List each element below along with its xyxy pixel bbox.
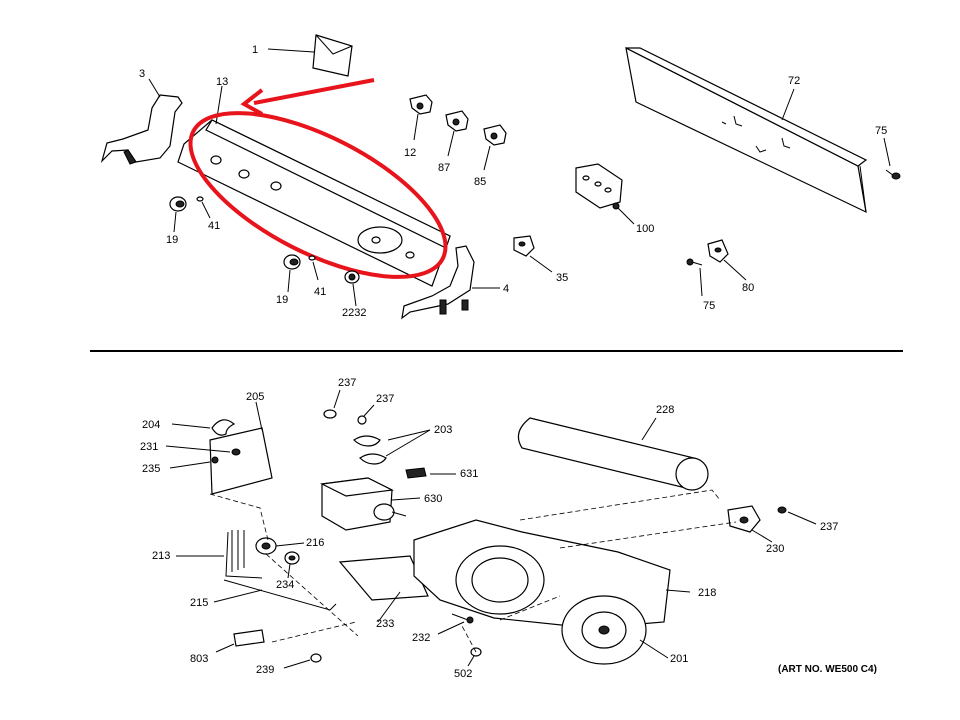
part-218-blower-housing	[413, 519, 691, 629]
part-237-screw-c	[777, 506, 817, 525]
label-1: 1	[252, 44, 258, 56]
part-4-end-cap-right	[401, 245, 500, 320]
part-205-bracket	[209, 401, 273, 495]
label-205: 205	[246, 391, 264, 403]
part-235-screw	[169, 456, 219, 469]
label-233: 233	[376, 618, 394, 630]
label-235: 235	[142, 463, 160, 475]
label-630: 630	[424, 493, 442, 505]
label-4: 4	[503, 283, 509, 295]
part-75-screw-top	[883, 137, 901, 180]
part-234-washer	[284, 551, 300, 579]
part-201-fan-wheel	[561, 595, 669, 665]
part-2232-knob	[344, 270, 360, 307]
label-41-a: 41	[208, 220, 220, 232]
part-12-clip	[409, 94, 433, 141]
label-19-a: 19	[166, 234, 178, 246]
label-218: 218	[698, 587, 716, 599]
highlight-annotation	[188, 78, 448, 279]
label-19-b: 19	[276, 294, 288, 306]
part-80-clip	[707, 239, 747, 281]
label-75-bottom: 75	[703, 300, 715, 312]
label-35: 35	[556, 272, 568, 284]
part-216-pulley	[255, 537, 305, 555]
part-630-motor	[319, 477, 421, 531]
part-232-pin	[437, 613, 474, 635]
ellipse-icon	[188, 111, 448, 279]
part-237-screw-b	[357, 404, 375, 425]
label-201: 201	[670, 653, 688, 665]
part-35-clip	[513, 235, 553, 273]
label-230: 230	[766, 543, 784, 555]
part-237-screw-a	[323, 389, 341, 419]
label-75-top: 75	[875, 125, 887, 137]
label-232: 232	[412, 632, 430, 644]
label-80: 80	[742, 282, 754, 294]
part-labels: 1 3 13 12 87 85 72 75 100 19 41 35 19 41…	[139, 44, 887, 680]
label-631: 631	[460, 468, 478, 480]
label-239: 239	[256, 664, 274, 676]
label-3: 3	[139, 68, 145, 80]
label-204: 204	[142, 419, 160, 431]
part-631-connector	[405, 467, 456, 479]
label-237-b: 237	[376, 393, 394, 405]
part-72-back-plate	[625, 46, 868, 214]
label-87: 87	[438, 162, 450, 174]
part-19-knob-a	[169, 196, 187, 233]
part-502-screw	[467, 647, 482, 667]
part-203-clamps	[353, 429, 431, 465]
label-237-a: 237	[338, 377, 356, 389]
arrow-head-icon	[240, 88, 264, 116]
part-803-bracket	[215, 629, 265, 653]
part-233-plate	[338, 555, 429, 623]
part-41-spring-a	[196, 196, 211, 219]
label-100: 100	[636, 223, 654, 235]
label-228: 228	[656, 404, 674, 416]
label-216: 216	[306, 537, 324, 549]
label-502: 502	[454, 668, 472, 680]
part-13-control-panel	[177, 85, 451, 287]
part-204-clip	[171, 419, 236, 436]
label-85: 85	[474, 176, 486, 188]
part-228-duct	[517, 417, 709, 491]
label-2232: 2232	[342, 307, 366, 319]
label-13: 13	[216, 76, 228, 88]
label-803: 803	[190, 653, 208, 665]
part-87-clip	[445, 110, 469, 157]
label-41-b: 41	[314, 286, 326, 298]
part-1-envelope	[267, 34, 353, 77]
label-12: 12	[404, 147, 416, 159]
art-number: (ART NO. WE500 C4)	[778, 664, 877, 675]
part-100-switch	[575, 163, 635, 225]
label-234: 234	[276, 579, 294, 591]
part-231-screw	[165, 445, 241, 456]
label-213: 213	[152, 550, 170, 562]
part-3-end-cap-left	[100, 78, 183, 165]
assembly-dashed-lines	[209, 489, 737, 653]
label-72: 72	[788, 75, 800, 87]
label-231: 231	[140, 441, 158, 453]
part-75-screw-bottom	[686, 258, 703, 297]
part-230-thermostat	[727, 505, 773, 543]
arrow-icon	[253, 78, 375, 105]
label-237-c: 237	[820, 521, 838, 533]
label-203: 203	[434, 424, 452, 436]
part-41-spring-b	[308, 255, 319, 281]
part-213-harness	[176, 530, 263, 579]
part-215-belt	[213, 579, 337, 611]
part-239-screw	[283, 653, 322, 669]
label-215: 215	[190, 597, 208, 609]
part-19-knob-b	[283, 254, 301, 293]
part-85-clip	[483, 124, 507, 171]
